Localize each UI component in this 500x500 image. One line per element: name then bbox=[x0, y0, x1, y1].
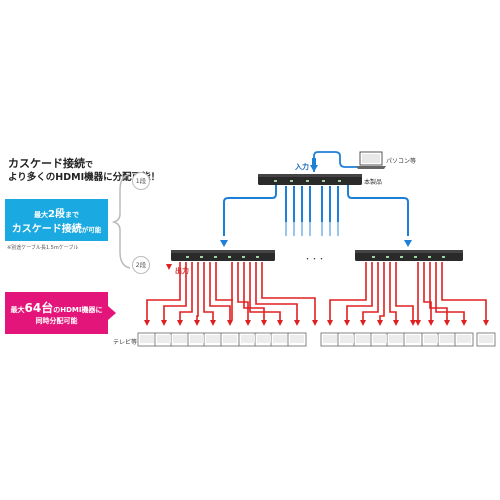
cascade-main: カスケード接続 bbox=[11, 224, 82, 235]
left-red-arrow-icons bbox=[144, 320, 318, 326]
headline-line2: より多くのHDMI機器に分配可能！ bbox=[8, 172, 161, 183]
right-red-arrow-icons bbox=[327, 320, 489, 326]
cascade-box: 最大2段まで カスケード接続が可能 bbox=[5, 199, 108, 241]
headline-tail: で bbox=[85, 160, 93, 169]
right-splitter-device bbox=[355, 250, 463, 261]
output-label: 出力 bbox=[175, 267, 189, 275]
main-unit-label: 本製品 bbox=[364, 179, 383, 186]
tv-screens bbox=[140, 335, 493, 343]
blue-cable-fade bbox=[280, 222, 344, 238]
cascade-prefix: 最大 bbox=[34, 211, 49, 219]
stage-brace bbox=[111, 173, 131, 269]
devices-box: 最大64台のHDMI機器に 同時分配可能 bbox=[5, 292, 108, 334]
stage-1-badge: 1段 bbox=[132, 172, 150, 190]
devices-box-pointer bbox=[108, 306, 116, 320]
devices-number: 64台 bbox=[24, 301, 54, 315]
cascade-tail: が可能 bbox=[81, 226, 102, 234]
left-splitter-device bbox=[171, 250, 275, 261]
down-arrow-blue-right-icon bbox=[404, 240, 412, 247]
cascade-number: 2段 bbox=[48, 209, 65, 220]
input-cable bbox=[313, 151, 357, 172]
headline: カスケード接続で より多くのHDMI機器に分配可能！ bbox=[8, 157, 161, 184]
output-arrow-icon bbox=[166, 264, 172, 270]
devices-prefix: 最大 bbox=[10, 306, 25, 314]
devices-line2: 同時分配可能 bbox=[35, 317, 78, 325]
stage-2-badge: 2段 bbox=[132, 256, 150, 274]
laptop-icon bbox=[356, 151, 386, 169]
pc-label: パソコン等 bbox=[386, 158, 417, 165]
footnote: ※別途ケーブル長1.5mケーブル bbox=[7, 245, 79, 251]
main-unit-device bbox=[258, 174, 362, 185]
ellipsis: ・・・ bbox=[304, 255, 325, 263]
left-red-cables bbox=[146, 262, 316, 320]
input-arrow-icon bbox=[310, 158, 318, 172]
down-arrow-blue-left-icon bbox=[220, 240, 228, 247]
input-label: 入力 bbox=[295, 163, 309, 171]
tv-label: テレビ等 bbox=[113, 339, 138, 346]
cascade-suffix: まで bbox=[64, 211, 79, 219]
headline-main: カスケード接続 bbox=[8, 157, 85, 170]
devices-suffix: のHDMI機器に bbox=[53, 306, 103, 314]
right-red-cables bbox=[329, 262, 487, 320]
